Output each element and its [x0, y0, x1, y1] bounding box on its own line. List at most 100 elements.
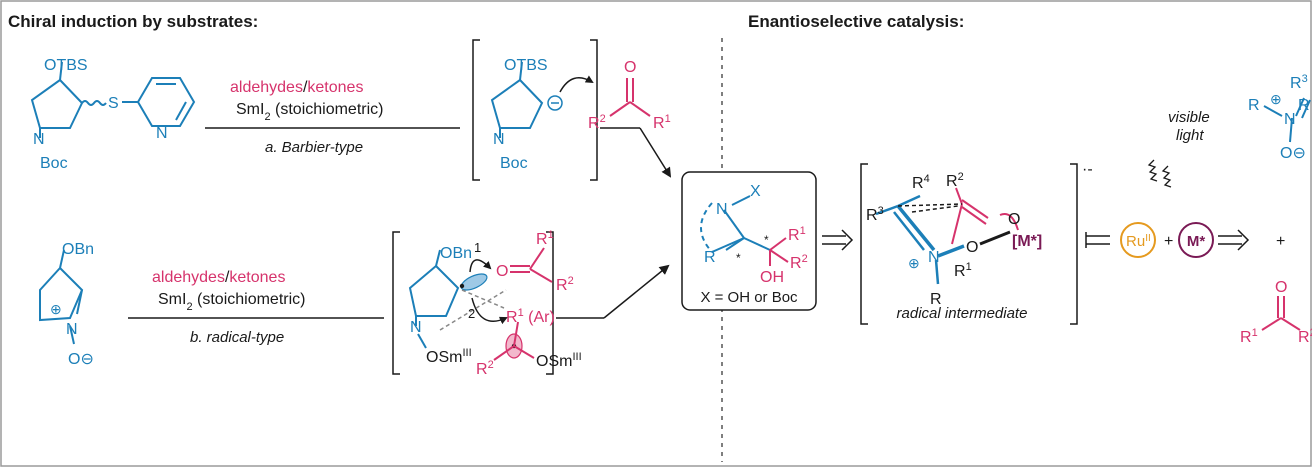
- product-structure: [700, 195, 789, 266]
- route-b-ketyl-osm-sup: III: [572, 351, 581, 363]
- nitrone-r3: R3: [1290, 73, 1308, 92]
- route-a-reagent-sub: 2: [264, 111, 270, 123]
- product-r: R: [704, 249, 716, 266]
- intermediate-r4: R4: [912, 173, 930, 192]
- route-a-substrate-boc: Boc: [40, 155, 68, 172]
- route-b-int-osm-sup: III: [462, 347, 471, 359]
- product-oh: OH: [760, 269, 784, 286]
- intermediate-o-n: O: [966, 239, 978, 256]
- route-a-int-n: N: [493, 131, 505, 148]
- route-b-substrate-n: N: [66, 321, 78, 338]
- route-b-carbonyl: [510, 247, 553, 283]
- route-a-carbonyl-r1-base: R: [653, 115, 665, 132]
- catalysis-plus-2: +: [1276, 233, 1285, 250]
- route-b-carbonyl-o: O: [496, 263, 508, 280]
- route-a-reagent-slash: /: [303, 79, 308, 96]
- route-b-ketyl-ar: (Ar): [524, 309, 555, 326]
- route-a-substrate: [30, 61, 196, 138]
- route-a-carbonyl-r1: R1: [653, 113, 671, 132]
- intermediate-r2-base: R: [946, 173, 958, 190]
- route-b-reagent-aldehydes: aldehydes: [152, 269, 225, 286]
- intermediate-metal: [M*]: [1012, 233, 1042, 250]
- route-b-reagent-sub: 2: [186, 301, 192, 313]
- product-x: X: [750, 183, 761, 200]
- route-a-intermediate: [490, 61, 544, 138]
- ketone-r1-base: R: [1240, 329, 1252, 346]
- product-r1-sup: 1: [800, 225, 806, 237]
- nitrone-r: R: [1248, 97, 1260, 114]
- route-b-to-product-2: [603, 264, 670, 319]
- route-b-substrate-o: O⊖: [68, 351, 94, 368]
- ru-catalyst-base: Ru: [1126, 233, 1145, 250]
- ketone-r2-sup: 2: [1310, 327, 1312, 339]
- route-b-carbonyl-r1-base: R: [536, 231, 548, 248]
- retro-arrow-2: [1085, 232, 1110, 248]
- route-b-label: b. radical-type: [190, 329, 284, 346]
- route-b-carbonyl-r1-sup: 1: [548, 229, 554, 241]
- route-a-carbonyl-r1-sup: 1: [665, 113, 671, 125]
- route-b-bracket-left: [392, 231, 400, 375]
- nitrone-structure: [1263, 97, 1311, 143]
- intermediate-charge: ·-: [1082, 161, 1093, 178]
- route-a-label: a. Barbier-type: [265, 139, 363, 156]
- route-b-step-2: 2: [468, 306, 475, 321]
- route-b-ketyl-bonds: [493, 321, 535, 361]
- route-a-carbonyl-o: O: [624, 59, 636, 76]
- ketone-o: O: [1275, 279, 1287, 296]
- light-label-2: light: [1176, 127, 1204, 144]
- intermediate-r-bottom: R: [930, 291, 942, 308]
- heading-right: Enantioselective catalysis:: [748, 12, 964, 31]
- ru-catalyst-sup: II: [1145, 233, 1151, 244]
- route-a-curved-arrow: [559, 75, 594, 93]
- route-b-dashed-2: [439, 289, 507, 331]
- product-n: N: [716, 201, 728, 218]
- route-a-carbonyl-r2: R2: [588, 113, 606, 132]
- route-a-bracket-right: [590, 39, 598, 181]
- route-a-substrate-otbs: OTBS: [44, 57, 88, 74]
- route-b-ketyl-osm-base: OSm: [536, 353, 572, 370]
- route-b-carbonyl-r2: R2: [556, 275, 574, 294]
- route-b-carbonyl-r2-sup: 2: [568, 275, 574, 287]
- intermediate-r3: R3: [866, 205, 884, 224]
- route-a-reagent-aldehydes: aldehydes: [230, 79, 303, 96]
- nitrone-r-partial: R: [1298, 97, 1310, 114]
- route-a-carbonyl: [609, 78, 651, 117]
- nitrone-n-plus: ⊕: [1270, 91, 1282, 107]
- intermediate-dashed-1: [897, 203, 963, 207]
- nitrone-r3-base: R: [1290, 75, 1302, 92]
- retro-arrow-3: [1218, 229, 1250, 251]
- route-a-reagent-line2: SmI2 (stoichiometric): [236, 101, 383, 123]
- catalysis-plus-1: +: [1164, 233, 1173, 250]
- chiral-catalyst-circle: [1178, 222, 1214, 258]
- nitrone-o: O⊖: [1280, 145, 1306, 162]
- product-r1: R1: [788, 225, 806, 244]
- route-b-reagent-line1: aldehydes/ketones: [152, 269, 285, 286]
- route-b-carbonyl-r1: R1: [536, 229, 554, 248]
- route-a-carbonyl-r2-base: R: [588, 115, 600, 132]
- nitrone-r3-sup: 3: [1302, 73, 1308, 85]
- retro-arrow-1: [822, 229, 854, 251]
- product-star-2: *: [764, 233, 769, 247]
- route-a-reagent-rest: (stoichiometric): [271, 101, 384, 118]
- route-b-step-1: 1: [474, 240, 481, 255]
- route-b-ketyl-r1-base: R: [506, 309, 518, 326]
- product-r2: R2: [790, 253, 808, 272]
- route-a-pyridine-n: N: [156, 125, 168, 142]
- intermediate-r4-base: R: [912, 175, 924, 192]
- intermediate-r1-base: R: [954, 263, 966, 280]
- product-caption: X = OH or Boc: [700, 289, 798, 306]
- intermediate-dashed-2: [911, 205, 959, 213]
- route-b-intermediate: [408, 249, 460, 349]
- ketone-structure: [1261, 296, 1301, 331]
- intermediate-structure: [875, 194, 1011, 285]
- route-a-carbonyl-r2-sup: 2: [600, 113, 606, 125]
- route-b-ketyl-r1-sup: 1: [518, 307, 524, 319]
- route-b-bracket-right: [546, 231, 554, 375]
- chiral-catalyst-label: M*: [1187, 233, 1205, 250]
- route-a-int-boc: Boc: [500, 155, 528, 172]
- route-b-reagent-line2: SmI2 (stoichiometric): [158, 291, 305, 313]
- route-b-int-n: N: [410, 319, 422, 336]
- ru-catalyst-label: RuII: [1126, 233, 1151, 251]
